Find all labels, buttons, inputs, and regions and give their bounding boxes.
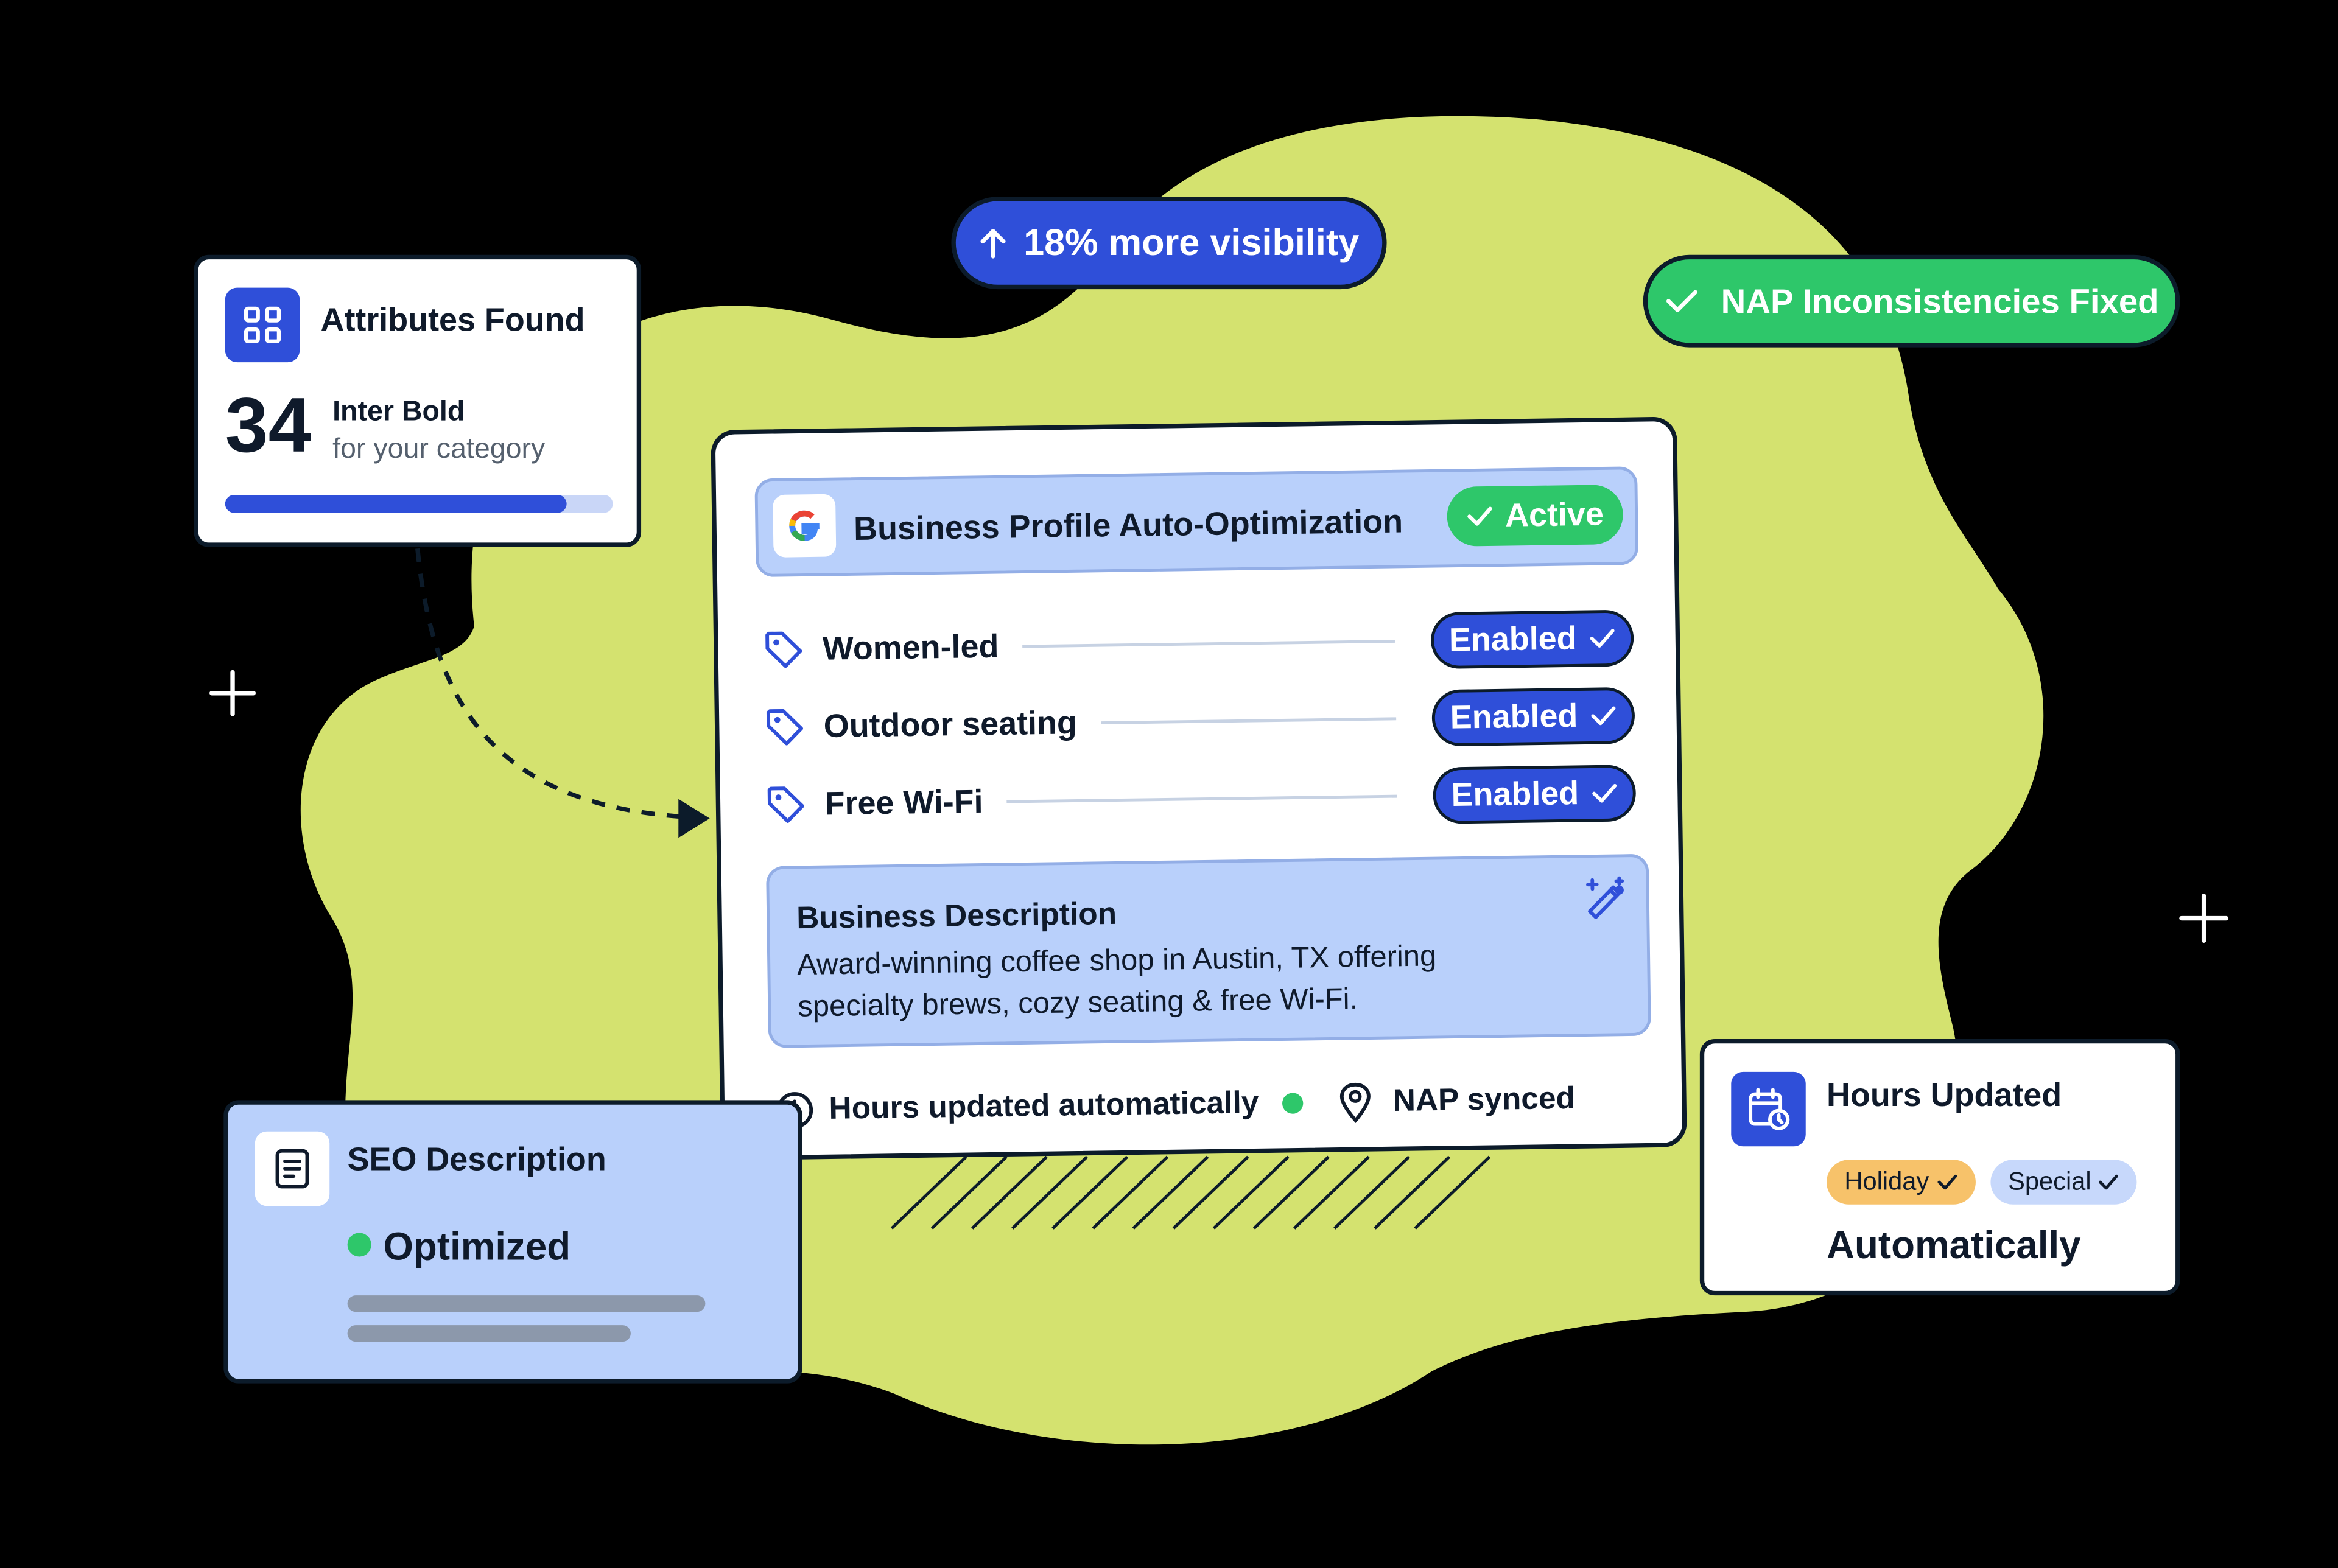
connector-arrowhead	[678, 799, 710, 838]
attributes-count: 34	[225, 383, 312, 470]
attributes-count-label: Inter Bold	[332, 396, 465, 428]
seo-status-dot	[347, 1233, 371, 1257]
main-optimization-panel: Business Profile Auto-Optimization Activ…	[711, 416, 1687, 1161]
calendar-clock-icon	[1731, 1071, 1806, 1147]
visibility-text: 18% more visibility	[1023, 221, 1360, 264]
leader-line	[1006, 794, 1397, 803]
description-title: Business Description	[796, 897, 1117, 936]
dashed-connector	[415, 548, 686, 819]
grid-icon	[225, 287, 300, 363]
check-icon	[1937, 1174, 1957, 1190]
google-logo	[773, 494, 837, 558]
panel-header-title: Business Profile Auto-Optimization	[853, 502, 1403, 548]
panel-footer: Hours updated automatically NAP synced	[775, 1074, 1670, 1135]
attributes-progress-track	[225, 495, 613, 513]
attributes-subtitle: for your category	[332, 433, 546, 466]
check-icon	[2099, 1174, 2119, 1190]
seo-description-card: SEO Description Optimized	[223, 1100, 802, 1384]
active-status-text: Active	[1504, 495, 1604, 534]
attribute-row-free-wifi: Free Wi-Fi Enabled	[765, 761, 1637, 836]
hours-updated-text: Hours updated automatically	[829, 1086, 1259, 1127]
attribute-label: Women-led	[822, 627, 999, 667]
check-icon	[1590, 706, 1615, 726]
hours-chips: Holiday Special	[1827, 1160, 2138, 1205]
hatch-stripes	[890, 1155, 1491, 1230]
tag-icon	[765, 631, 802, 668]
visibility-badge: 18% more visibility	[951, 197, 1387, 290]
attribute-row-outdoor-seating: Outdoor seating Enabled	[764, 684, 1635, 759]
attributes-progress-fill	[225, 495, 567, 513]
check-icon	[1592, 783, 1617, 803]
check-icon	[1467, 506, 1492, 526]
hours-subtitle: Automatically	[1827, 1222, 2081, 1267]
leader-line	[1100, 717, 1397, 725]
hours-title: Hours Updated	[1827, 1076, 2062, 1114]
tag-icon	[767, 786, 804, 823]
hours-updated-card: Hours Updated Holiday Special Automatica…	[1699, 1038, 2180, 1296]
nap-fixed-text: NAP Inconsistencies Fixed	[1721, 281, 2159, 320]
magic-wand-icon[interactable]	[1581, 875, 1629, 923]
enabled-toggle-free-wifi[interactable]: Enabled	[1433, 765, 1637, 824]
chip-special[interactable]: Special	[1990, 1160, 2138, 1205]
check-icon	[1666, 290, 1698, 312]
skeleton-line	[347, 1295, 706, 1312]
nap-synced-text: NAP synced	[1392, 1081, 1576, 1119]
document-icon	[255, 1131, 330, 1206]
check-icon	[1590, 629, 1615, 648]
skeleton-line	[347, 1325, 631, 1342]
enabled-toggle-outdoor-seating[interactable]: Enabled	[1431, 687, 1635, 747]
business-description-box[interactable]: Business Description Award-winning coffe…	[766, 853, 1651, 1048]
enabled-toggle-women-led[interactable]: Enabled	[1430, 609, 1634, 670]
seo-status: Optimized	[383, 1223, 571, 1269]
attributes-title: Attributes Found	[320, 301, 585, 338]
attribute-label: Free Wi-Fi	[824, 782, 983, 822]
description-text-line1: Award-winning coffee shop in Austin, TX …	[796, 940, 1437, 982]
location-pin-icon	[1340, 1082, 1371, 1123]
seo-title: SEO Description	[347, 1140, 606, 1178]
attributes-card: Attributes Found 34 Inter Bold for your …	[194, 254, 642, 547]
attribute-label: Outdoor seating	[823, 704, 1078, 745]
plus-marks	[209, 670, 2229, 943]
active-status-badge: Active	[1446, 484, 1624, 547]
attribute-row-women-led: Women-led Enabled	[762, 607, 1634, 682]
panel-header: Business Profile Auto-Optimization Activ…	[754, 466, 1639, 578]
leader-line	[1022, 639, 1395, 648]
status-dot	[1282, 1093, 1304, 1114]
arrow-up-icon	[981, 229, 1006, 259]
description-text-line2: specialty brews, cozy seating & free Wi-…	[797, 983, 1358, 1024]
tag-icon	[766, 709, 804, 746]
chip-holiday[interactable]: Holiday	[1827, 1160, 1976, 1205]
nap-fixed-badge: NAP Inconsistencies Fixed	[1643, 254, 2180, 348]
